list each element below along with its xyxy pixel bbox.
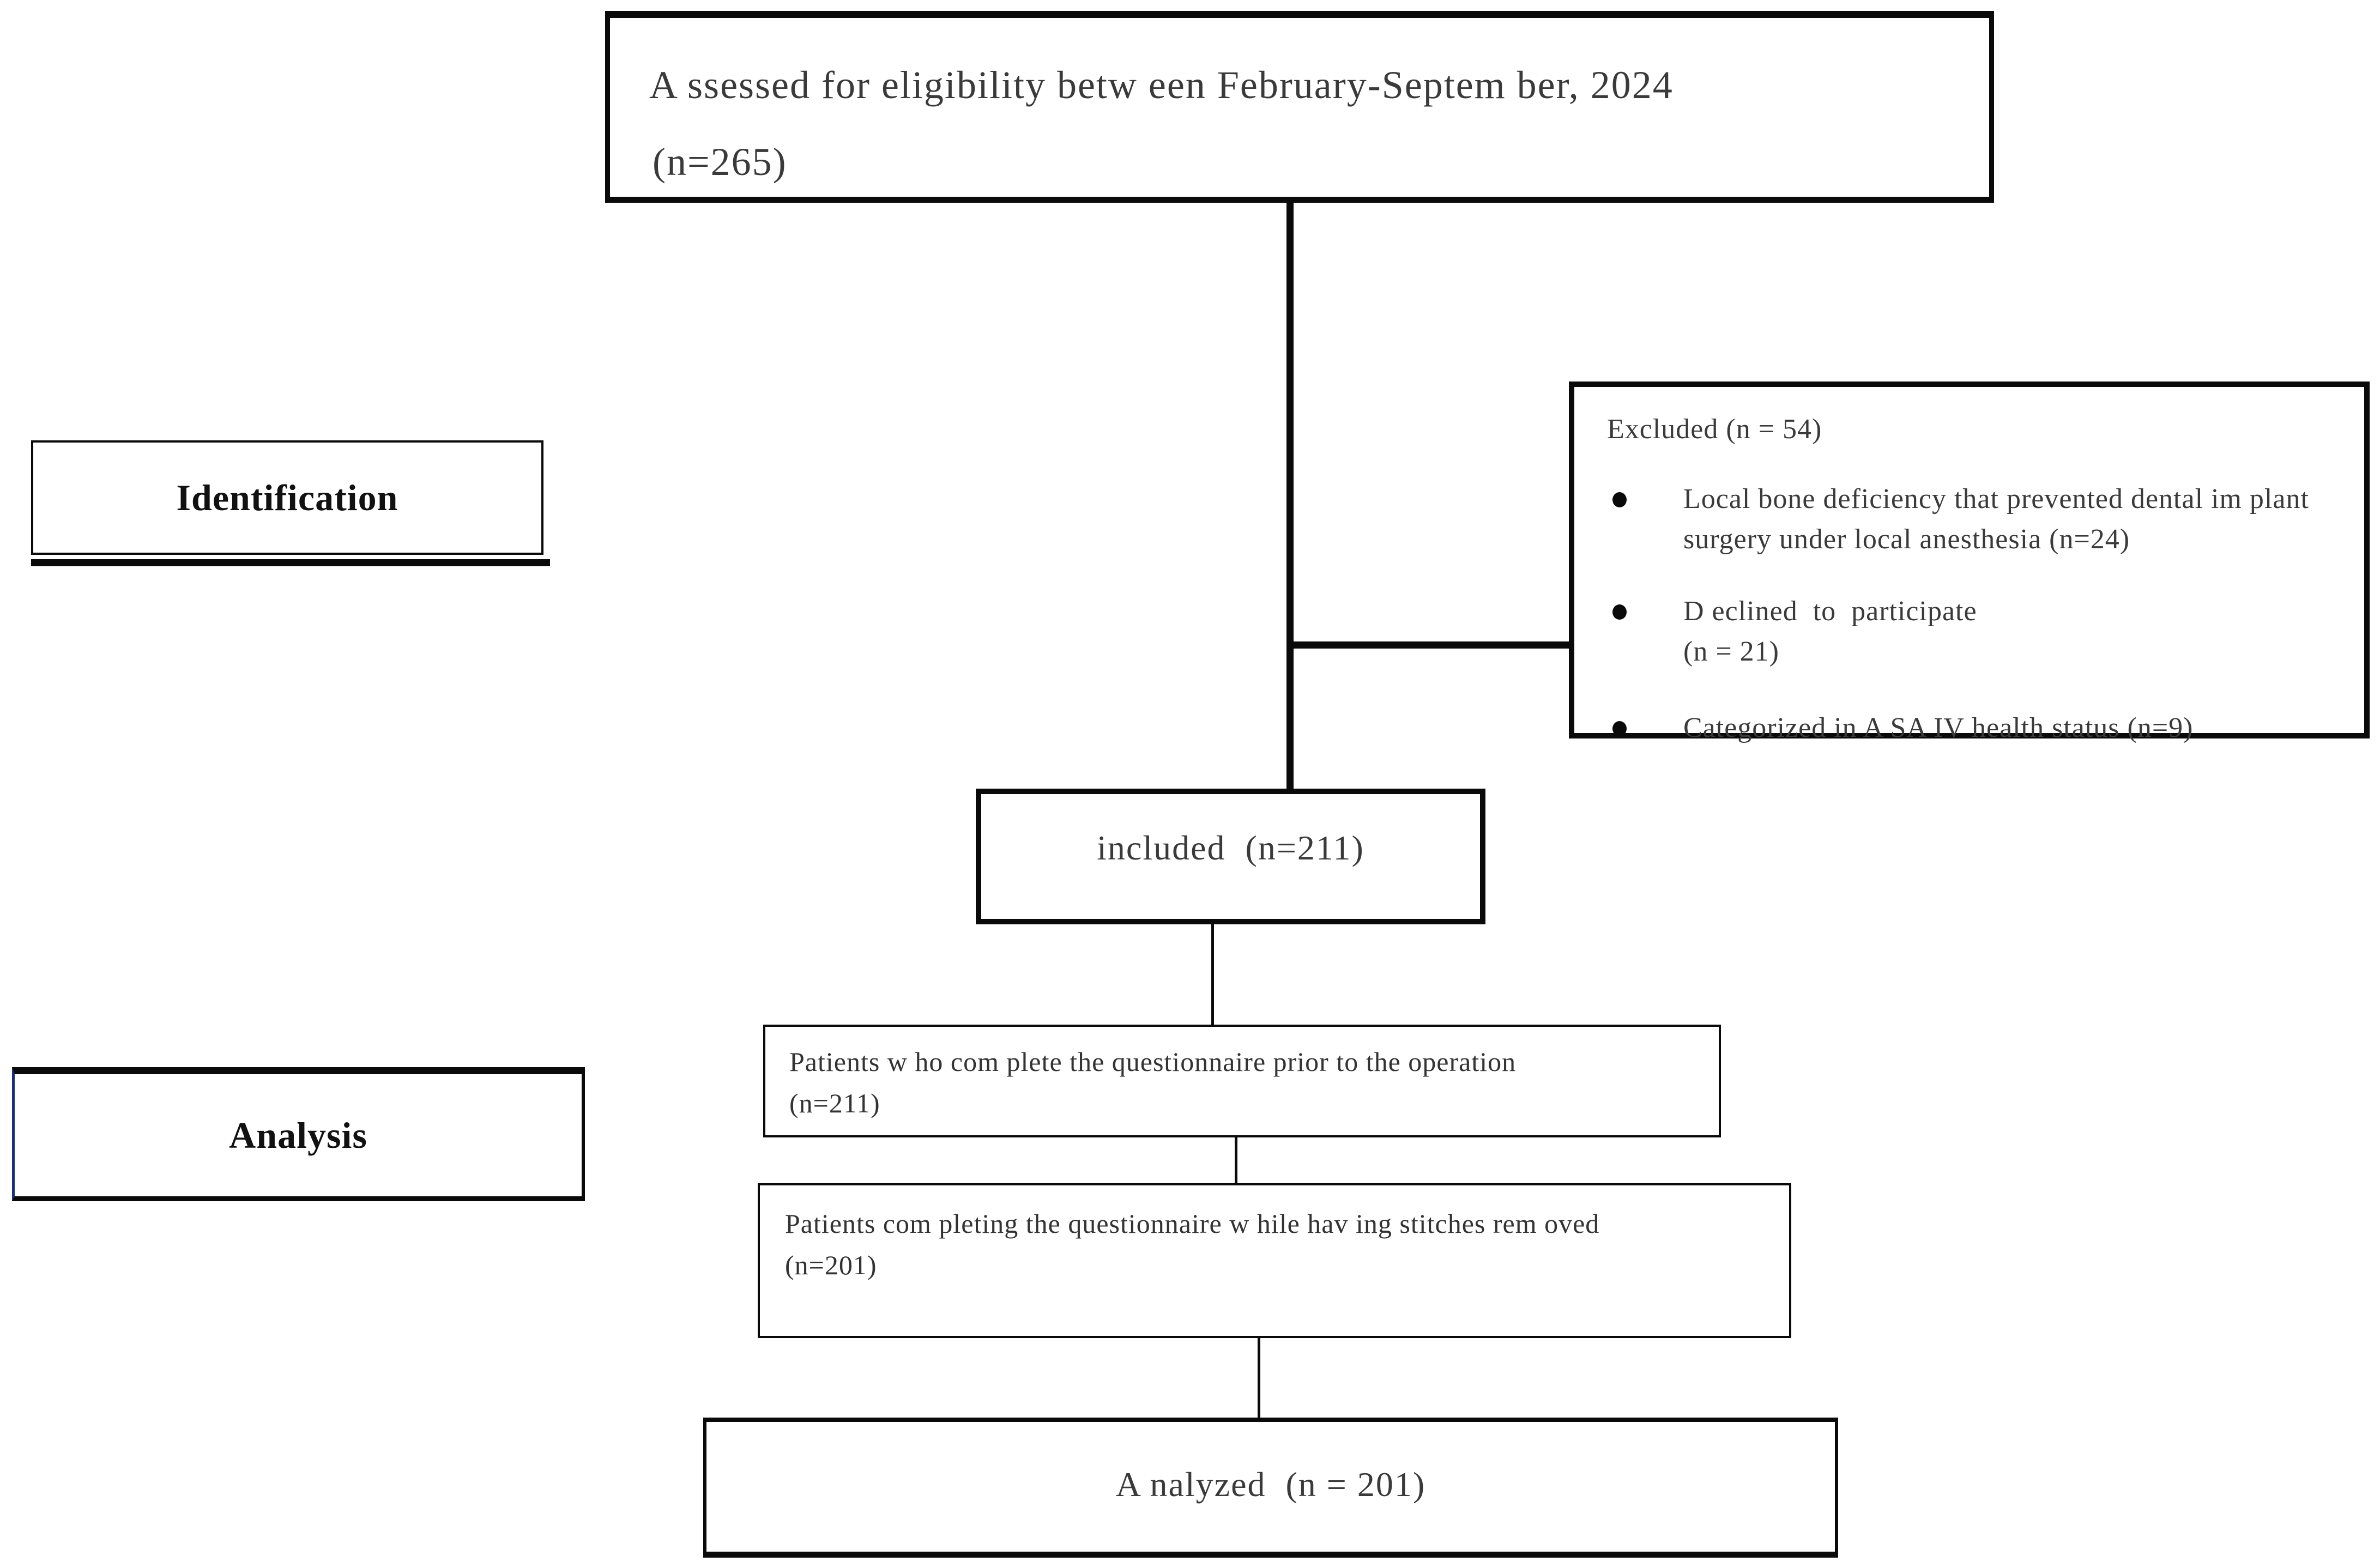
preop-text: Patients w ho com plete the questionnair… bbox=[789, 1046, 1517, 1077]
excluded-reason-list: Local bone deficiency that prevented den… bbox=[1603, 479, 2342, 748]
stitches-text: Patients com pleting the questionnaire w… bbox=[785, 1208, 1600, 1239]
preop-n-label: (n=211) bbox=[789, 1088, 880, 1118]
bullet-icon bbox=[1612, 721, 1627, 736]
excluded-reason-line: surgery under local anesthesia (n=24) bbox=[1683, 524, 2130, 555]
assessed-text: A ssessed for eligibility betw een Febru… bbox=[649, 63, 1674, 107]
connector-assessed-to-included-line bbox=[1286, 203, 1294, 790]
excluded-title: Excluded (n = 54) bbox=[1607, 414, 1822, 445]
list-item: Local bone deficiency that prevented den… bbox=[1603, 479, 2342, 560]
included-text: included (n=211) bbox=[1097, 828, 1364, 867]
excluded-box: Excluded (n = 54) Local bone deficiency … bbox=[1569, 382, 2370, 743]
identification-underline-bar bbox=[31, 559, 550, 566]
identification-label: Identification bbox=[176, 476, 398, 518]
bullet-icon bbox=[1612, 604, 1627, 620]
questionnaire-pre-op-box: Patients w ho com plete the questionnair… bbox=[763, 1025, 1721, 1137]
list-item: Categorized in A SA IV health status (n=… bbox=[1603, 708, 2342, 748]
questionnaire-stitches-box: Patients com pleting the questionnaire w… bbox=[758, 1183, 1791, 1338]
excluded-reason-line: D eclined to participate bbox=[1683, 596, 1977, 627]
analyzed-box: A nalyzed (n = 201) bbox=[703, 1418, 1838, 1558]
assessed-for-eligibility-box: A ssessed for eligibility betw een Febru… bbox=[605, 11, 1994, 203]
stitches-n-label: (n=201) bbox=[785, 1250, 877, 1280]
connector-stitches-to-analyzed-line bbox=[1258, 1337, 1260, 1419]
analyzed-text: A nalyzed (n = 201) bbox=[1115, 1465, 1426, 1504]
excluded-reason-line: Local bone deficiency that prevented den… bbox=[1683, 483, 2309, 514]
bullet-icon bbox=[1612, 492, 1627, 507]
assessed-n-label: (n=265) bbox=[653, 140, 787, 184]
included-box: included (n=211) bbox=[976, 789, 1485, 924]
analysis-label: Analysis bbox=[229, 1114, 367, 1156]
excluded-reason-line: (n = 21) bbox=[1683, 636, 1779, 667]
connector-preop-to-stitches-line bbox=[1235, 1136, 1237, 1184]
identification-stage-label-box: Identification bbox=[31, 440, 543, 555]
connector-included-to-preop-line bbox=[1211, 923, 1214, 1026]
connector-to-excluded-line bbox=[1286, 641, 1575, 649]
analysis-stage-label-box: Analysis bbox=[12, 1067, 585, 1201]
excluded-reason-line: Categorized in A SA IV health status (n=… bbox=[1683, 712, 2194, 743]
list-item: D eclined to participate (n = 21) bbox=[1603, 591, 2342, 672]
